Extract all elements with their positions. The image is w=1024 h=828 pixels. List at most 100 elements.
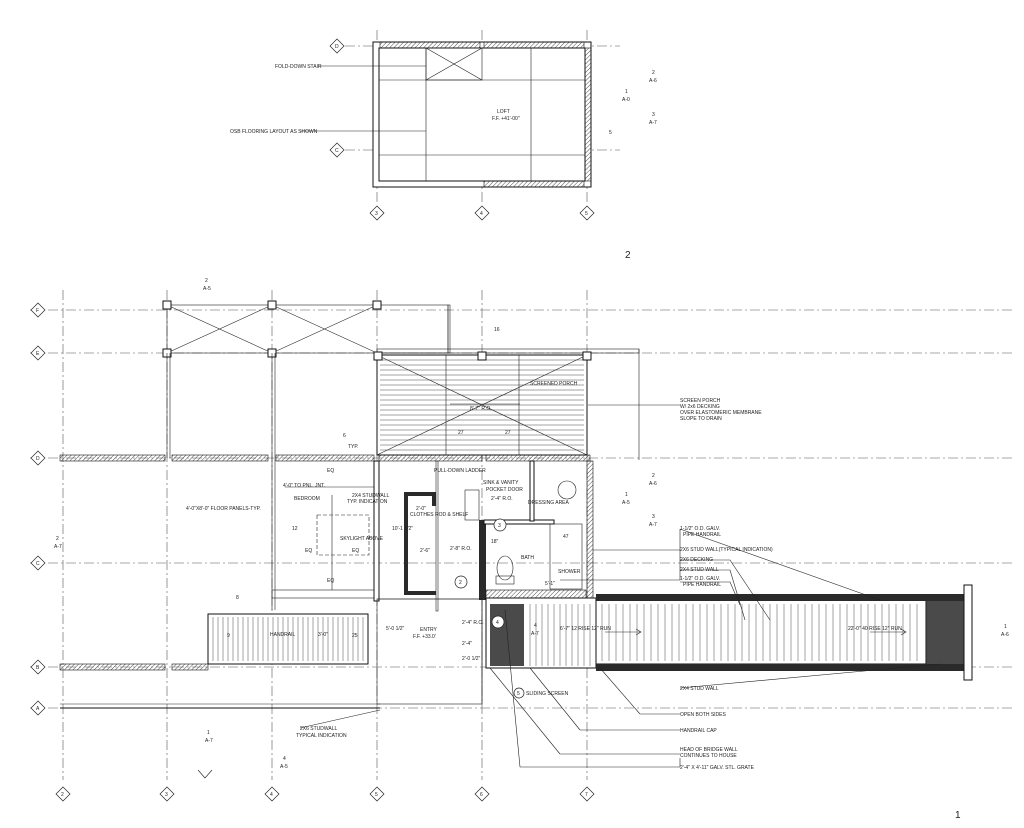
grid-bubble-3: 3 [159, 786, 175, 802]
tag-5: 5 [513, 687, 525, 699]
callout-pipe-handrail-2: PIPE HANDRAIL [683, 582, 721, 588]
grid-bubble-5: 5 [369, 786, 385, 802]
svg-text:3: 3 [375, 211, 378, 217]
porch-dimension: 8'-7" R.O. [470, 406, 492, 412]
room-number: 25 [352, 633, 358, 639]
floor-panels-label: 4'-0"X8'-0" FLOOR PANELS-TYP. [186, 506, 261, 512]
ref-sheet: A-0 [622, 97, 630, 103]
ref-number: 2 [56, 536, 59, 542]
ref-number: 1 [207, 730, 210, 736]
typical-indication-label: TYPICAL INDICATION [296, 733, 347, 739]
loft-plan: FOLD-DOWN STAIR OSB FLOORING LAYOUT AS S… [230, 30, 657, 261]
stair-run-label: 22'-0" 40 RISE 12" RUN [848, 626, 902, 632]
callout-decking: W/ 2x6 DECKING [680, 404, 720, 410]
ref-sheet: A-5 [203, 286, 211, 292]
grid-bubble-3-top: 3 [369, 205, 385, 221]
ref-sheet: A-7 [205, 738, 213, 744]
svg-text:C: C [335, 148, 339, 154]
svg-text:4: 4 [480, 211, 483, 217]
studwall-label: 2X6 STUDWALL [300, 726, 338, 732]
ref-sheet: A-5 [280, 764, 288, 770]
tag-2: 2 [454, 575, 468, 589]
fold-down-stair-label: FOLD-DOWN STAIR [275, 64, 322, 70]
room-number: 9 [227, 633, 230, 639]
handrail-label: HANDRAIL [270, 632, 296, 638]
svg-text:4: 4 [270, 792, 273, 798]
svg-text:2: 2 [61, 792, 64, 798]
dimension: 5'-0 1/2" [386, 626, 405, 632]
studwall-label: 2X4 STUDWALL [352, 493, 390, 499]
room-number: 27 [458, 430, 464, 436]
sliding-screen-label: SLIDING SCREEN [526, 691, 569, 697]
screened-porch-label: SCREENED PORCH [530, 381, 578, 387]
tag-4: 4 [491, 615, 505, 629]
svg-text:6: 6 [480, 792, 483, 798]
svg-text:D: D [36, 456, 40, 462]
grid-bubble-4: 4 [264, 786, 280, 802]
typ-label: TYP. [348, 444, 358, 450]
svg-text:3: 3 [498, 523, 501, 529]
typ-indication-label: TYP. INDICATION [347, 499, 388, 505]
callout-pipe-handrail: 1-1/2" O.D. GALV. [680, 526, 720, 532]
callout-screen-porch: SCREEN PORCH [680, 398, 721, 404]
dimension: 18" [491, 539, 499, 545]
ref-number: 2 [652, 473, 655, 479]
dimension: 5'-1" [545, 581, 555, 587]
grid-bubble-b: B [30, 659, 46, 675]
dimension: 2'-0" [416, 506, 426, 512]
svg-text:5: 5 [375, 792, 378, 798]
ref-sheet: A-7 [54, 544, 62, 550]
callout-stud-wall-2x4-b: 2X4 STUD WALL [680, 686, 719, 692]
main-plan: 2 A-5 16 SCREENED PORCH 8'-7" R.O. 27 27… [30, 278, 1015, 821]
svg-text:3: 3 [165, 792, 168, 798]
ref-number: 1 [1004, 624, 1007, 630]
dimension: 2'-4" [462, 641, 472, 647]
rough-opening-label: 2'-4" R.O. [491, 496, 513, 502]
entry-level-label: F.F. +33.0' [413, 634, 436, 640]
callout-grate: 2'-4" X 4'-11" GALV. STL. GRATE [680, 765, 755, 771]
callout-pipe-handrail: PIPE HANDRAIL [683, 532, 721, 538]
pull-down-ladder-label: PULL-DOWN LADDER [434, 468, 486, 474]
callout-membrane: OVER ELASTOMERIC MEMBRANE [680, 410, 762, 416]
ref-number: 2 [652, 70, 655, 76]
ref-sheet: A-5 [622, 500, 630, 506]
callout-stud-wall-2x4: 2X4 STUD WALL [680, 567, 719, 573]
svg-text:2: 2 [459, 580, 462, 586]
ref-number: 1 [625, 492, 628, 498]
eq-label: EQ [352, 548, 359, 554]
ref-sheet: A-7 [649, 522, 657, 528]
eq-label: EQ [327, 578, 334, 584]
dimension: 2'-0 1/2" [462, 656, 481, 662]
svg-text:5: 5 [517, 691, 520, 697]
stair-run-label: 6'-7" 12 RISE 12" RUN [560, 626, 611, 632]
svg-text:B: B [36, 665, 40, 671]
ref-sheet: A-6 [649, 481, 657, 487]
grid-bubble-6: 6 [474, 786, 490, 802]
dimension: 10'-1 1/2" [392, 526, 413, 532]
dimension: 2'-4" R.O. [462, 620, 484, 626]
osb-flooring-label: OSB FLOORING LAYOUT AS SHOWN [230, 129, 318, 135]
tag-3: 3 [493, 518, 507, 532]
bedroom-label: BEDROOM [294, 496, 320, 502]
callout-pipe-handrail-2: 1-1/2" O.D. GALV. [680, 576, 720, 582]
eq-label: EQ [305, 548, 312, 554]
ref-number: 1 [625, 89, 628, 95]
room-number: 12 [292, 526, 298, 532]
panel-joint-label: 4'-0" TO PNL. JNT. [283, 483, 325, 489]
room-number: 16 [494, 327, 500, 333]
grid-bubble-f: F [30, 302, 46, 318]
grid-bubble-c: C [30, 555, 46, 571]
ref-sheet: A-7 [649, 120, 657, 126]
loft-level-label: F.F. +41'-00" [492, 116, 520, 122]
svg-text:F: F [36, 308, 39, 314]
dimension: 2'-6" [420, 548, 430, 554]
callout-decking-2x6: 2X6 DECKING [680, 557, 713, 563]
ref-sheet: A-6 [649, 78, 657, 84]
room-number: 47 [563, 534, 569, 540]
sheet-number-upper: 2 [625, 250, 631, 261]
shower-label: SHOWER [558, 569, 581, 575]
sheet-number-lower: 1 [955, 810, 961, 821]
room-number: 8 [236, 595, 239, 601]
callout-bridge-head: HEAD OF BRIDGE WALL [680, 747, 738, 753]
